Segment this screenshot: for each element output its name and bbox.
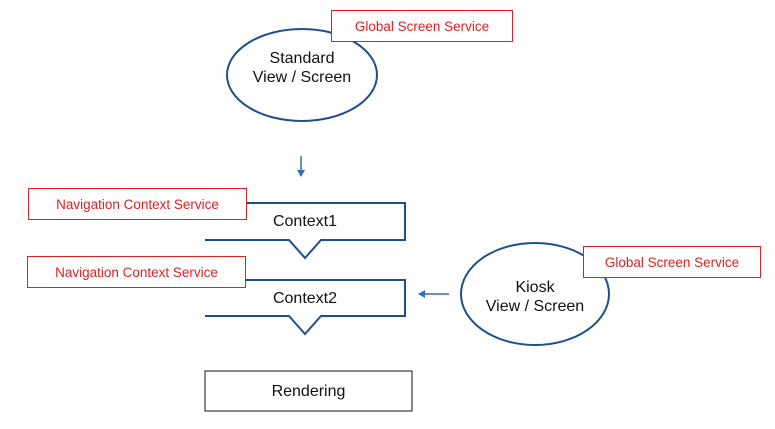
rendering-box <box>204 370 413 412</box>
context1-shape <box>205 202 406 260</box>
global-screen-service-right: Global Screen Service <box>583 246 761 278</box>
kiosk-view-label: Kiosk View / Screen <box>461 275 609 319</box>
context1-label: Context1 <box>272 213 338 230</box>
context2-label: Context2 <box>272 289 338 307</box>
kiosk-view-ellipse <box>460 242 610 346</box>
kiosk-view-line2: View / Screen <box>485 298 585 315</box>
rendering-label: Rendering <box>271 382 346 400</box>
standard-view-line1: Standard <box>269 50 335 67</box>
standard-view-line2: View / Screen <box>252 69 352 86</box>
standard-view-label: Standard View / Screen <box>227 46 377 90</box>
kiosk-view-line1: Kiosk <box>515 279 555 296</box>
standard-view-ellipse <box>226 28 378 122</box>
context2-shape <box>205 279 406 336</box>
navigation-context-service-2: Navigation Context Service <box>27 256 246 288</box>
global-screen-service-top: Global Screen Service <box>331 10 513 42</box>
navigation-context-service-1: Navigation Context Service <box>28 188 247 220</box>
